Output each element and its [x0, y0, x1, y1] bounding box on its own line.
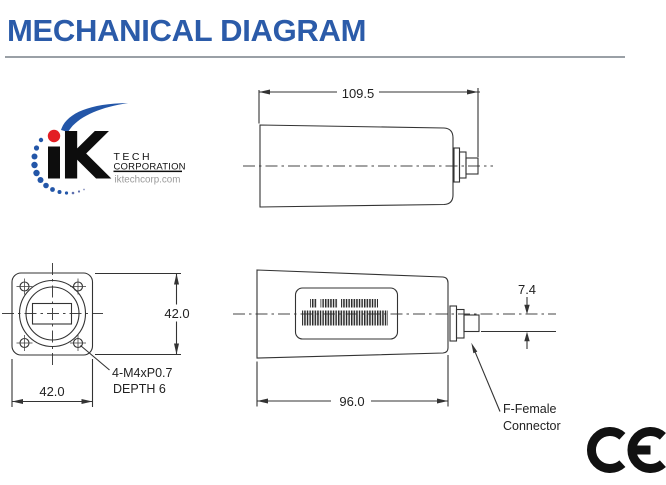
ik-logo: K TECH CORPORATION iktechcorp.com [31, 103, 186, 195]
front-view-inner-circle [25, 286, 80, 341]
front-view-drawing [2, 263, 181, 407]
barcode-band [320, 299, 338, 308]
side-view-drawing [233, 269, 556, 412]
front-view-flange-body [11, 272, 94, 356]
top-view-connector-nut [458, 151, 467, 179]
arrowhead [174, 273, 179, 285]
arrowhead [467, 89, 478, 95]
top-view-drawing [243, 88, 493, 208]
dimension-flange-height: 42.0 [164, 306, 190, 321]
ce-mark-e [627, 427, 666, 473]
dimension-connector-diameter: 7.4 [517, 282, 537, 297]
arrowhead [174, 343, 179, 355]
ce-mark-c [586, 427, 626, 473]
side-view-connector-flange [449, 305, 458, 342]
screw-hole [70, 278, 86, 295]
logo-dotted-arc-icon [31, 137, 85, 195]
front-view-waveguide-opening [31, 302, 73, 325]
screw-note-line2: DEPTH 6 [113, 382, 166, 396]
logo-text-corporation: CORPORATION [114, 162, 186, 173]
front-view-outer-circle [18, 279, 87, 348]
arrowhead [524, 331, 530, 342]
arrowhead [437, 398, 448, 404]
logo-website: iktechcorp.com [115, 175, 181, 186]
arrowhead [524, 304, 530, 315]
screw-note-line1: 4-M4xP0.7 [112, 366, 173, 380]
screw-hole [70, 335, 86, 351]
arrowhead [259, 89, 270, 95]
connector-label-line1: F-Female [503, 402, 557, 416]
arrowhead [81, 399, 93, 404]
screw-hole [16, 335, 33, 351]
arrowhead [471, 342, 478, 354]
top-view-connector-stub [465, 157, 479, 175]
page-title: MECHANICAL DIAGRAM [7, 13, 367, 48]
side-view-connector-stub [463, 314, 480, 333]
screw-hole [16, 278, 33, 295]
arrowhead [257, 398, 268, 404]
connector-label-line2: Connector [503, 419, 561, 433]
barcode-band [341, 299, 378, 308]
logo-underline [113, 170, 182, 173]
side-view-body [256, 269, 449, 359]
side-view-label-sticker [294, 287, 399, 340]
logo-monogram-k: K [59, 120, 112, 195]
screw-note-leader-line [80, 345, 110, 371]
logo-i-stem [48, 146, 60, 179]
logo-i-dot [47, 129, 61, 143]
logo-text-tech: TECH [114, 151, 153, 163]
top-view-body [259, 124, 454, 208]
logo-swoosh-icon [61, 103, 128, 132]
arrowhead [12, 399, 23, 404]
barcode-band [310, 299, 317, 308]
connector-leader-line [474, 352, 501, 412]
dimension-body-length: 96.0 [339, 394, 365, 409]
dimension-overall-length: 109.5 [341, 86, 375, 101]
dimension-flange-width: 42.0 [39, 384, 65, 399]
title-divider [5, 56, 625, 58]
barcode-band [302, 310, 388, 326]
ce-mark [586, 427, 666, 473]
top-view-connector-flange [453, 147, 461, 183]
